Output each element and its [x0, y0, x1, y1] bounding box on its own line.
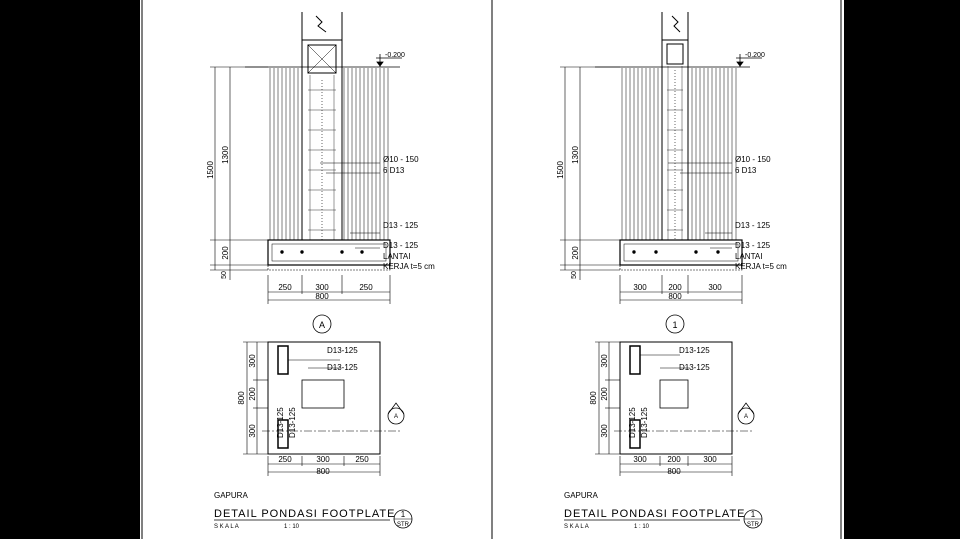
scale-label-2: S K A L A — [564, 524, 589, 530]
rebar-top-2: D13 - 125 — [735, 221, 771, 230]
plan-dim-v2-2: 200 — [600, 387, 609, 401]
dim-total: 1500 — [206, 161, 215, 179]
rebar-bottom: D13 - 125 — [383, 241, 419, 250]
plan-rebar-1: D13-125 — [327, 346, 358, 355]
scale-value-2: 1 : 10 — [634, 524, 650, 530]
level-marker — [376, 54, 402, 67]
plan-rebar-4: D13-125 — [288, 407, 297, 438]
cad-drawing: -0.200 1500 1300 200 50 Ø10 - 150 6 D13 … — [141, 0, 842, 539]
sheet-number-2: 1 — [751, 510, 756, 519]
dim-total-width: 800 — [315, 292, 329, 301]
plan-dim-v3-2: 300 — [600, 424, 609, 438]
section-marker-2: 1 — [672, 320, 677, 330]
vertical-dimensions — [210, 66, 268, 280]
lean-label-1-2: LANTAI — [735, 252, 762, 261]
scale-value: 1 : 10 — [284, 524, 300, 530]
dim-b1-2: 300 — [633, 283, 647, 292]
rebar-leaders-2 — [668, 162, 732, 249]
level-marker-2 — [736, 54, 762, 67]
plan-dim-h3-2: 300 — [703, 455, 717, 464]
plan-dim-h-total: 800 — [316, 467, 330, 476]
horizontal-dimensions — [267, 275, 391, 304]
dim-b2: 300 — [315, 283, 329, 292]
plan-rebar-3: D13-125 — [276, 407, 285, 438]
plan-dim-h3: 250 — [355, 455, 369, 464]
rebar-top: D13 - 125 — [383, 221, 419, 230]
plan-horizontal-dims-2 — [619, 456, 733, 476]
plan-vertical-dims-2 — [595, 341, 620, 455]
drawing-sheet: -0.200 1500 1300 200 50 Ø10 - 150 6 D13 … — [140, 0, 844, 539]
plan-view-2 — [614, 341, 752, 455]
plan-rebar-3-2: D13-125 — [628, 407, 637, 438]
level-text-2: -0.200 — [745, 52, 765, 59]
plan-dim-v1-2: 300 — [600, 354, 609, 368]
plan-dim-v-total-2: 800 — [589, 391, 598, 405]
plan-dim-h2-2: 200 — [667, 455, 681, 464]
rebar-stirrup: Ø10 - 150 — [383, 155, 419, 164]
lean-label-2-2: KERJA t=5 cm — [735, 262, 787, 271]
lean-label-1: LANTAI — [383, 252, 410, 261]
dim-footing: 200 — [221, 246, 230, 260]
section-arrow-label-2: A — [744, 414, 748, 420]
section-arrow-icon-2 — [737, 402, 755, 425]
rebar-bottom-2: D13 - 125 — [735, 241, 771, 250]
section-marker-circle — [312, 314, 332, 334]
sheet-code-2: STR — [747, 522, 760, 528]
plan-rebar-4-2: D13-125 — [640, 407, 649, 438]
dim-lean: 50 — [221, 271, 228, 279]
rebar-leaders — [320, 162, 380, 249]
horizontal-dimensions-2 — [619, 275, 743, 304]
sheet-code: STR — [397, 522, 410, 528]
dim-b3-2: 300 — [708, 283, 722, 292]
section-arrow-icon — [387, 402, 405, 425]
rebar-main: 6 D13 — [383, 166, 405, 175]
plan-dim-h1-2: 300 — [633, 455, 647, 464]
plan-dim-h1: 250 — [278, 455, 292, 464]
plan-horizontal-dims — [267, 456, 381, 476]
section-marker: A — [319, 320, 325, 330]
sheet-number: 1 — [401, 510, 406, 519]
title-project-2: GAPURA — [564, 491, 598, 500]
plan-rebar-2-2: D13-125 — [679, 363, 710, 372]
dim-total-width-2: 800 — [668, 292, 682, 301]
dim-footing-2: 200 — [571, 246, 580, 260]
plan-dim-v2: 200 — [248, 387, 257, 401]
rebar-stirrup-2: Ø10 - 150 — [735, 155, 771, 164]
dim-total-2: 1500 — [556, 161, 565, 179]
sheet-1: -0.200 1500 1300 200 50 Ø10 - 150 6 D13 … — [556, 12, 787, 530]
sheet-a: -0.200 1500 1300 200 50 Ø10 - 150 6 D13 … — [206, 12, 435, 530]
dim-column-2: 1300 — [571, 146, 580, 164]
title-project: GAPURA — [214, 491, 248, 500]
dim-b1: 250 — [278, 283, 292, 292]
plan-rebar-1-2: D13-125 — [679, 346, 710, 355]
plan-dim-h-total-2: 800 — [667, 467, 681, 476]
plan-vertical-dims — [243, 341, 268, 455]
section-marker-circle-2 — [665, 314, 685, 334]
footing-section — [267, 239, 391, 271]
plan-dim-v1: 300 — [248, 354, 257, 368]
plan-dim-v-total: 800 — [237, 391, 246, 405]
section-arrow-label: A — [394, 414, 398, 420]
title-name: DETAIL PONDASI FOOTPLATE — [214, 508, 396, 520]
vertical-dimensions-2 — [560, 66, 620, 280]
column-section — [301, 12, 343, 241]
footing-section-2 — [619, 239, 743, 271]
dim-column: 1300 — [221, 146, 230, 164]
plan-dim-v3: 300 — [248, 424, 257, 438]
column-section-2 — [661, 12, 689, 241]
lean-label-2: KERJA t=5 cm — [383, 262, 435, 271]
scale-label: S K A L A — [214, 524, 239, 530]
title-name-2: DETAIL PONDASI FOOTPLATE — [564, 508, 746, 520]
plan-dim-h2: 300 — [316, 455, 330, 464]
dim-b3: 250 — [359, 283, 373, 292]
rebar-main-2: 6 D13 — [735, 166, 757, 175]
soil-hatch-2 — [621, 68, 737, 240]
plan-view — [262, 341, 400, 455]
plan-rebar-2: D13-125 — [327, 363, 358, 372]
soil-hatch — [269, 68, 389, 240]
level-text: -0.200 — [385, 52, 405, 59]
dim-lean-2: 50 — [571, 271, 578, 279]
dim-b2-2: 200 — [668, 283, 682, 292]
